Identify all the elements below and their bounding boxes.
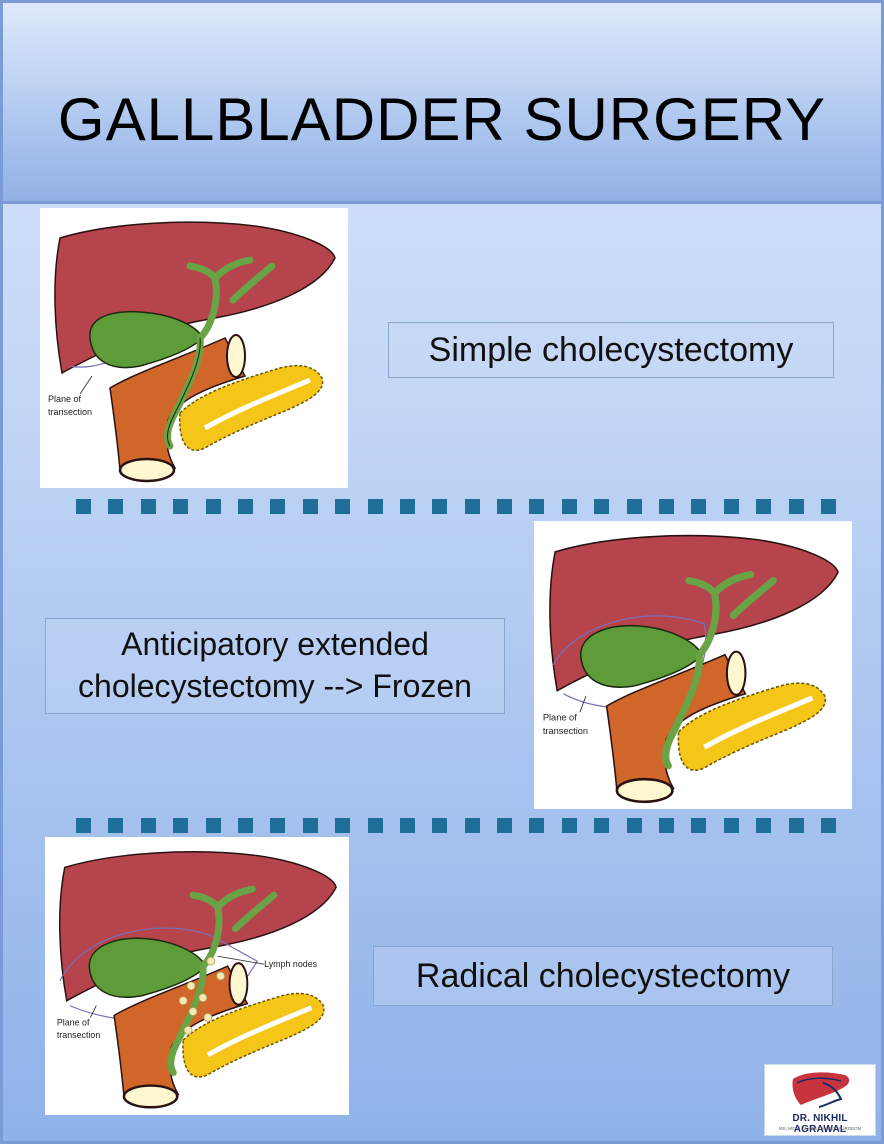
pancreas-shape xyxy=(677,682,827,771)
anatomy-figure-radical: Lymph nodes Plane of transection xyxy=(45,837,349,1115)
logo-name: DR. NIKHIL AGRAWAL xyxy=(792,1113,848,1135)
lymph-nodes xyxy=(178,956,226,1035)
anatomy-figure-extended: Plane of transection xyxy=(534,521,852,809)
anatomy-illustration-radical: Lymph nodes Plane of transection xyxy=(57,851,337,1109)
liver-logo-icon xyxy=(792,1072,850,1108)
logo-subtitle: MS, MCh | GI HPB CANCER SURGEON xyxy=(779,1126,861,1131)
plane-label-line2: transection xyxy=(48,407,92,417)
plane-label-line1: Plane of xyxy=(543,713,577,723)
lymph-nodes-label: Lymph nodes xyxy=(264,959,318,969)
plane-label-line1: Plane of xyxy=(57,1017,90,1027)
bile-duct xyxy=(164,256,276,450)
page-title: GALLBLADDER SURGERY xyxy=(57,85,827,153)
anatomy-illustration-simple: Plane of transection xyxy=(48,221,336,483)
header-banner: GALLBLADDER SURGERY xyxy=(3,3,881,204)
label-radical-text: Radical cholecystectomy xyxy=(415,956,791,995)
plane-label-line2: transection xyxy=(543,726,588,736)
label-anticipatory-extended: Anticipatory extended cholecystectomy --… xyxy=(45,618,505,714)
anatomy-illustration-extended: Plane of transection xyxy=(543,534,839,804)
duodenum-opening xyxy=(226,334,246,378)
label-simple-text: Simple cholecystectomy xyxy=(428,330,794,369)
anatomy-figure-simple: Plane of transection xyxy=(40,208,348,488)
bile-duct xyxy=(662,570,777,770)
label-extended-line2: cholecystectomy --> Frozen xyxy=(78,668,472,704)
divider-1 xyxy=(76,498,836,514)
pancreas-shape xyxy=(179,365,324,452)
label-radical-cholecystectomy: Radical cholecystectomy xyxy=(373,946,833,1006)
divider-2 xyxy=(76,817,836,833)
bile-duct xyxy=(167,885,278,1077)
plane-label-line1: Plane of xyxy=(48,394,82,404)
label-simple-cholecystectomy: Simple cholecystectomy xyxy=(388,322,834,378)
label-extended-line1: Anticipatory extended xyxy=(121,626,429,663)
author-logo: DR. NIKHIL AGRAWAL MS, MCh | GI HPB CANC… xyxy=(764,1064,876,1136)
pancreas-shape xyxy=(182,992,325,1078)
plane-label-line2: transection xyxy=(57,1030,100,1040)
